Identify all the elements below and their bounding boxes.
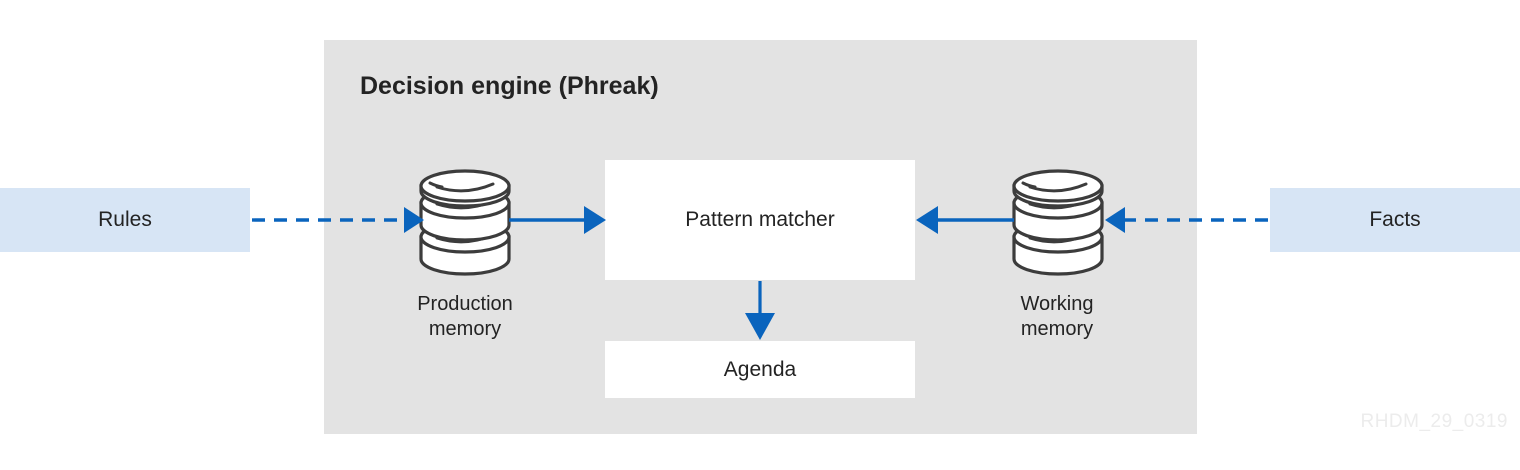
working-memory-label-line1: Working: [1020, 293, 1094, 315]
rules-label: Rules: [98, 208, 152, 231]
decision-engine-title: Decision engine (Phreak): [360, 72, 659, 100]
production-memory-label: Production memory: [365, 292, 565, 342]
pattern-matcher-box: Pattern matcher: [605, 160, 915, 280]
agenda-box: Agenda: [605, 341, 915, 398]
facts-box: Facts: [1270, 188, 1520, 252]
production-memory-label-line1: Production: [417, 293, 513, 315]
watermark: RHDM_29_0319: [1360, 411, 1508, 432]
pattern-matcher-label: Pattern matcher: [685, 208, 835, 231]
working-memory-label: Working memory: [957, 292, 1157, 342]
working-memory-label-line2: memory: [1020, 318, 1094, 340]
production-memory-label-line2: memory: [428, 318, 502, 340]
facts-label: Facts: [1369, 208, 1421, 231]
agenda-label: Agenda: [723, 357, 797, 381]
rules-box: Rules: [0, 188, 250, 252]
